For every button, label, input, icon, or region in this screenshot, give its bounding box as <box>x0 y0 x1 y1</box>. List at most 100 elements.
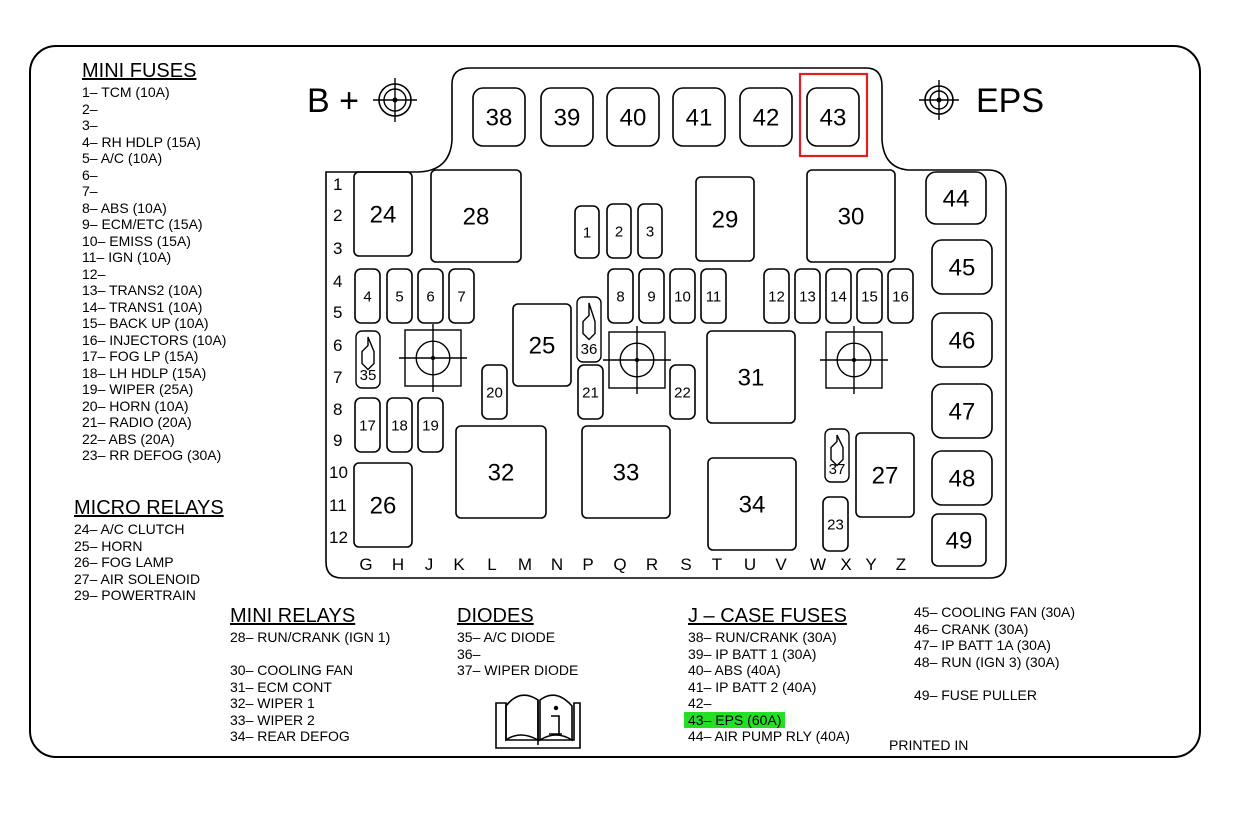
mini-fuse-item: 19– WIPER (25A) <box>82 381 194 397</box>
component-7: 7 <box>448 268 475 324</box>
component-33: 33 <box>581 425 671 519</box>
component-label: 39 <box>554 105 581 132</box>
component-12: 12 <box>763 268 790 324</box>
component-label: 42 <box>753 105 780 132</box>
grid-col-label: H <box>392 555 404 574</box>
grid-row-label: 5 <box>333 303 342 322</box>
component-label: 9 <box>647 288 655 305</box>
jcase-fuse-item-highlighted: 43– EPS (60A) <box>684 711 850 729</box>
component-label: 25 <box>529 333 556 360</box>
jcase-fuse-item: 45– COOLING FAN (30A) <box>914 604 1076 620</box>
component-39: 39 <box>540 87 594 147</box>
component-43: 43 <box>806 87 860 147</box>
jcase-fuse-item <box>914 670 1075 687</box>
component-3: 3 <box>637 203 663 259</box>
mini-fuse-item: 9– ECM/ETC (15A) <box>82 216 203 232</box>
component-25: 25 <box>512 303 572 387</box>
grid-row-label: 1 <box>333 175 342 194</box>
grid-col-label: S <box>680 555 691 574</box>
grid-col-label: N <box>551 555 563 574</box>
mini-relay-item: 33– WIPER 2 <box>230 711 315 728</box>
component-5: 5 <box>386 268 413 324</box>
grid-col-label: R <box>646 555 658 574</box>
micro-relay-item: 25– HORN <box>74 537 143 554</box>
component-label: 33 <box>613 460 640 487</box>
component-label: 28 <box>463 204 490 231</box>
component-label: 11 <box>706 288 722 305</box>
mini-fuse-item: 3– <box>82 117 98 133</box>
mini-fuse-item: 13– TRANS2 (10A) <box>82 282 203 298</box>
mini-fuse-item: 22– ABS (20A) <box>82 430 175 447</box>
grid-col-label: K <box>453 555 465 574</box>
component-label: 22 <box>674 384 691 401</box>
grid-row-label: 6 <box>333 336 342 355</box>
component-1: 1 <box>574 205 600 259</box>
mini-fuse-item: 14– TRANS1 (10A) <box>82 298 203 315</box>
component-label: 45 <box>949 255 976 282</box>
component-label: 43 <box>820 105 847 132</box>
component-26: 26 <box>353 462 413 548</box>
component-label: 29 <box>712 207 739 234</box>
component-label: 23 <box>827 516 844 533</box>
grid-col-label: V <box>775 555 787 574</box>
grid-col-label: M <box>518 555 532 574</box>
eps-stud-icon <box>919 80 959 120</box>
jcase-bay-outline <box>325 67 1007 579</box>
jcase-fuse-item: 39– IP BATT 1 (30A) <box>688 645 817 662</box>
component-label: 32 <box>488 460 515 487</box>
component-4: 4 <box>354 268 381 324</box>
component-46: 46 <box>931 312 993 368</box>
component-41: 41 <box>672 87 726 147</box>
printed-in-label: PRINTED IN <box>889 737 969 753</box>
component-label: 19 <box>422 417 439 434</box>
mini-fuse-item: 20– HORN (10A) <box>82 397 189 414</box>
mini-fuse-item: 5– A/C (10A) <box>82 150 163 166</box>
component-label: 16 <box>892 288 909 305</box>
bplus-label: B + <box>307 82 359 120</box>
component-label: 21 <box>582 384 599 401</box>
component-label: 17 <box>359 417 376 434</box>
component-label: 49 <box>946 528 973 555</box>
mounting-stud-icon <box>603 326 671 394</box>
component-label: 15 <box>861 288 878 305</box>
component-label: 14 <box>830 288 847 305</box>
component-31: 31 <box>706 330 796 424</box>
grid-row-label: 9 <box>333 431 342 450</box>
component-label: 27 <box>872 463 899 490</box>
component-16: 16 <box>887 268 914 324</box>
component-29: 29 <box>695 176 755 262</box>
component-28: 28 <box>430 169 522 263</box>
diode-item: 36– <box>457 645 481 662</box>
mini-fuse-item: 4– RH HDLP (15A) <box>82 133 201 150</box>
component-22: 22 <box>669 364 696 420</box>
mini-relay-item <box>230 646 390 663</box>
component-label: 41 <box>686 105 713 132</box>
component-label: 2 <box>615 223 623 240</box>
component-40: 40 <box>606 87 660 147</box>
grid-row-label: 11 <box>329 496 347 515</box>
jcase-fuse-item: 42– <box>688 695 712 711</box>
component-38: 38 <box>472 87 526 147</box>
mini-fuses-title: MINI FUSES <box>82 60 197 82</box>
component-44: 44 <box>925 171 987 225</box>
grid-col-label: J <box>425 555 434 574</box>
component-label: 1 <box>583 224 591 241</box>
jcase-fuse-item: 48– RUN (IGN 3) (30A) <box>914 653 1060 670</box>
grid-row-label: 12 <box>329 528 348 547</box>
mini-relay-item: 34– REAR DEFOG <box>230 728 350 744</box>
diode-37: 37 <box>824 428 850 483</box>
mini-fuse-item: 1– TCM (10A) <box>82 84 170 100</box>
grid-col-label: U <box>744 555 756 574</box>
diode-item: 35– A/C DIODE <box>457 629 556 645</box>
component-10: 10 <box>669 268 696 324</box>
component-13: 13 <box>794 268 821 324</box>
component-48: 48 <box>931 450 993 506</box>
diode-36: 36 <box>576 296 602 363</box>
grid-row-label: 4 <box>333 272 342 291</box>
diode-label: 37 <box>829 461 846 478</box>
component-19: 19 <box>417 397 444 453</box>
component-label: 47 <box>949 399 976 426</box>
mini-relay-item: 31– ECM CONT <box>230 678 332 695</box>
micro-relay-item: 26– FOG LAMP <box>74 554 174 570</box>
